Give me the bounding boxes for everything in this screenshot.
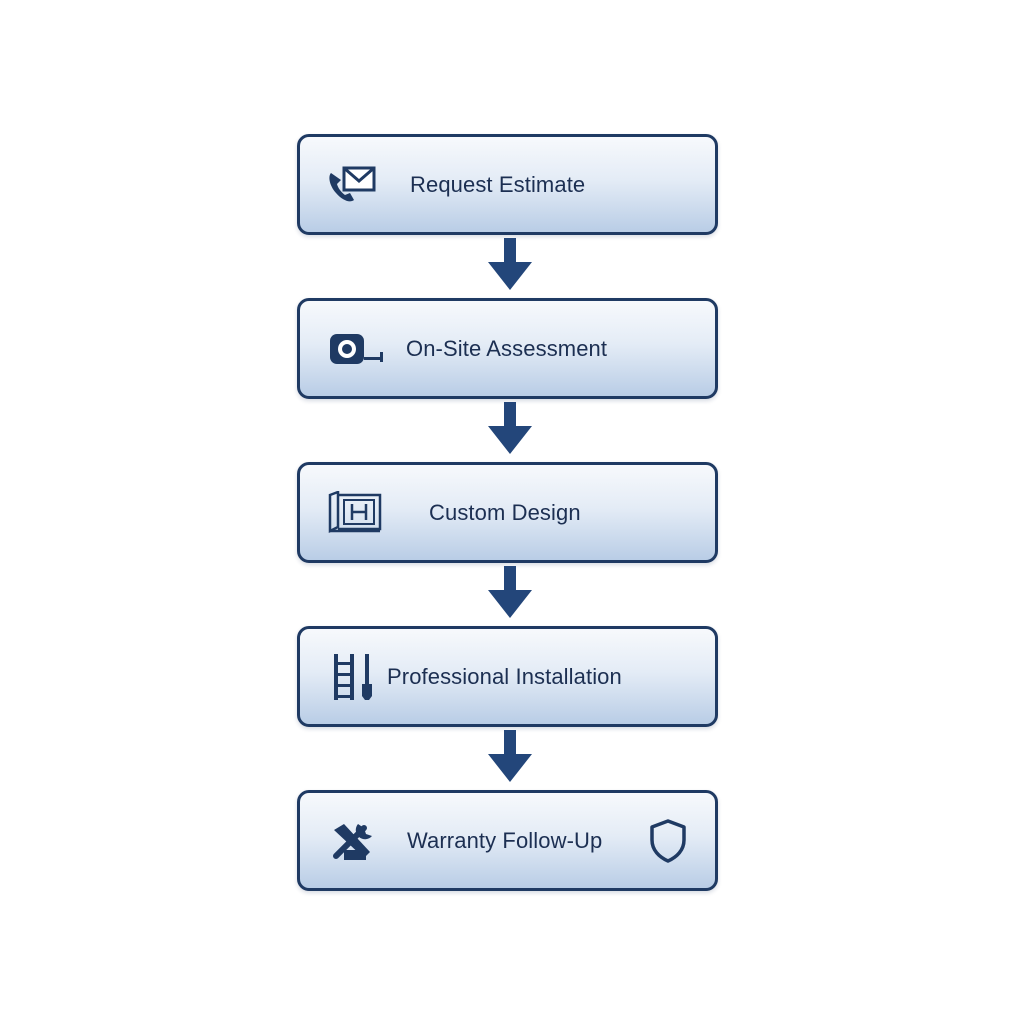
step-label: Warranty Follow-Up — [407, 827, 603, 853]
tape-measure-icon — [330, 333, 383, 364]
tools-icon — [333, 823, 372, 860]
step-warranty-follow-up[interactable]: Warranty Follow-Up — [297, 790, 718, 891]
step-custom-design[interactable]: Custom Design — [297, 462, 718, 563]
step-label: Custom Design — [429, 499, 581, 525]
step-label: On-Site Assessment — [406, 335, 608, 361]
step-on-site-assessment[interactable]: On-Site Assessment — [297, 298, 718, 399]
step-request-estimate[interactable]: Request Estimate — [297, 134, 718, 235]
arrow-down-icon — [488, 402, 532, 454]
arrow-down-icon — [488, 566, 532, 618]
arrow-down-icon — [488, 730, 532, 782]
arrow-down-icon — [488, 238, 532, 290]
shield-icon — [650, 818, 686, 863]
step-professional-installation[interactable]: Professional Installation — [297, 626, 718, 727]
phone-envelope-icon — [329, 166, 376, 201]
ladder-screwdriver-icon — [334, 653, 372, 700]
step-label: Request Estimate — [410, 171, 586, 197]
blueprint-icon — [328, 490, 382, 533]
step-label: Professional Installation — [387, 663, 622, 689]
